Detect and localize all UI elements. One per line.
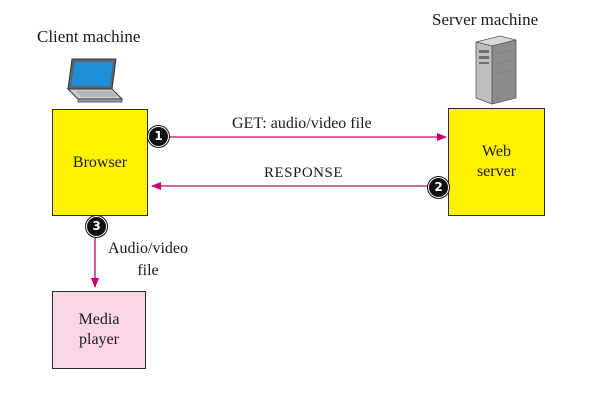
laptop-icon [66, 58, 124, 103]
web-server-label: Web server [476, 143, 517, 180]
step-3-badge: 3 [86, 216, 107, 237]
client-machine-title: Client machine [37, 27, 141, 46]
request-label: GET: audio/video file [232, 115, 372, 132]
step-2-badge: 2 [428, 177, 449, 198]
handoff-label: Audio/video file [108, 240, 188, 279]
media-player-box: Media player [52, 291, 146, 369]
media-player-label: Media player [78, 311, 120, 348]
web-server-box: Web server [448, 108, 545, 216]
step-1-badge: 1 [148, 126, 169, 147]
browser-box: Browser [52, 109, 148, 216]
server-machine-title: Server machine [432, 10, 539, 29]
response-label: RESPONSE [264, 165, 344, 181]
browser-label: Browser [72, 153, 128, 171]
server-tower-icon [475, 35, 517, 105]
